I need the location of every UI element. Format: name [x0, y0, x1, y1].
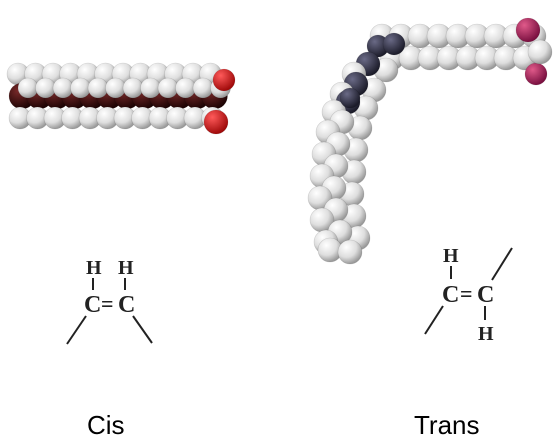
- trans-formula-double-bond: =: [460, 281, 473, 306]
- cis-structural-formula: H H C = C: [66, 257, 153, 345]
- hydrogen-atom: [87, 77, 109, 99]
- trans-bond-right-chain: [491, 247, 513, 281]
- cis-formula-double-bond: =: [101, 291, 114, 316]
- hydrogen-atom: [337, 239, 363, 265]
- hydrogen-atom: [122, 77, 144, 99]
- hydrogen-atom: [157, 77, 179, 99]
- cis-formula-h2: H: [118, 257, 134, 279]
- hydrogen-atom: [527, 39, 553, 65]
- hydrogen-atom: [17, 77, 39, 99]
- trans-formula-h1: H: [443, 245, 459, 267]
- trans-caption: Trans: [414, 410, 480, 440]
- hydrogen-atom: [192, 77, 214, 99]
- hydrogen-atom: [52, 77, 74, 99]
- cis-formula-c2: C: [118, 292, 135, 318]
- cis-formula-h1: H: [86, 257, 102, 279]
- hydrogen-atom: [105, 77, 126, 99]
- hydrogen-atom: [35, 77, 56, 99]
- cis-formula-c1: C: [84, 292, 101, 318]
- cis-space-filling-model: [6, 62, 236, 135]
- trans-structural-formula: H C = C H: [424, 245, 513, 345]
- trans-space-filling-model: [307, 17, 553, 265]
- trans-formula-h2: H: [478, 323, 494, 345]
- hydrogen-atom: [140, 77, 161, 99]
- oxygen-atom: [212, 68, 236, 92]
- cis-caption: Cis: [87, 410, 125, 440]
- trans-formula-c1: C: [442, 282, 459, 308]
- hydrogen-atom: [175, 77, 196, 99]
- trans-bond-left-chain: [424, 305, 444, 335]
- hydrogen-atom: [70, 77, 91, 99]
- oxygen-atom: [203, 109, 229, 135]
- oxygen-atom: [515, 17, 541, 43]
- trans-formula-c2: C: [477, 282, 494, 308]
- cis-bond-left-chain: [66, 315, 87, 345]
- cis-bond-right-chain: [132, 315, 153, 344]
- carbon-atom: [382, 32, 406, 56]
- oxygen-atom: [524, 62, 548, 86]
- carbon-atom: [339, 87, 361, 109]
